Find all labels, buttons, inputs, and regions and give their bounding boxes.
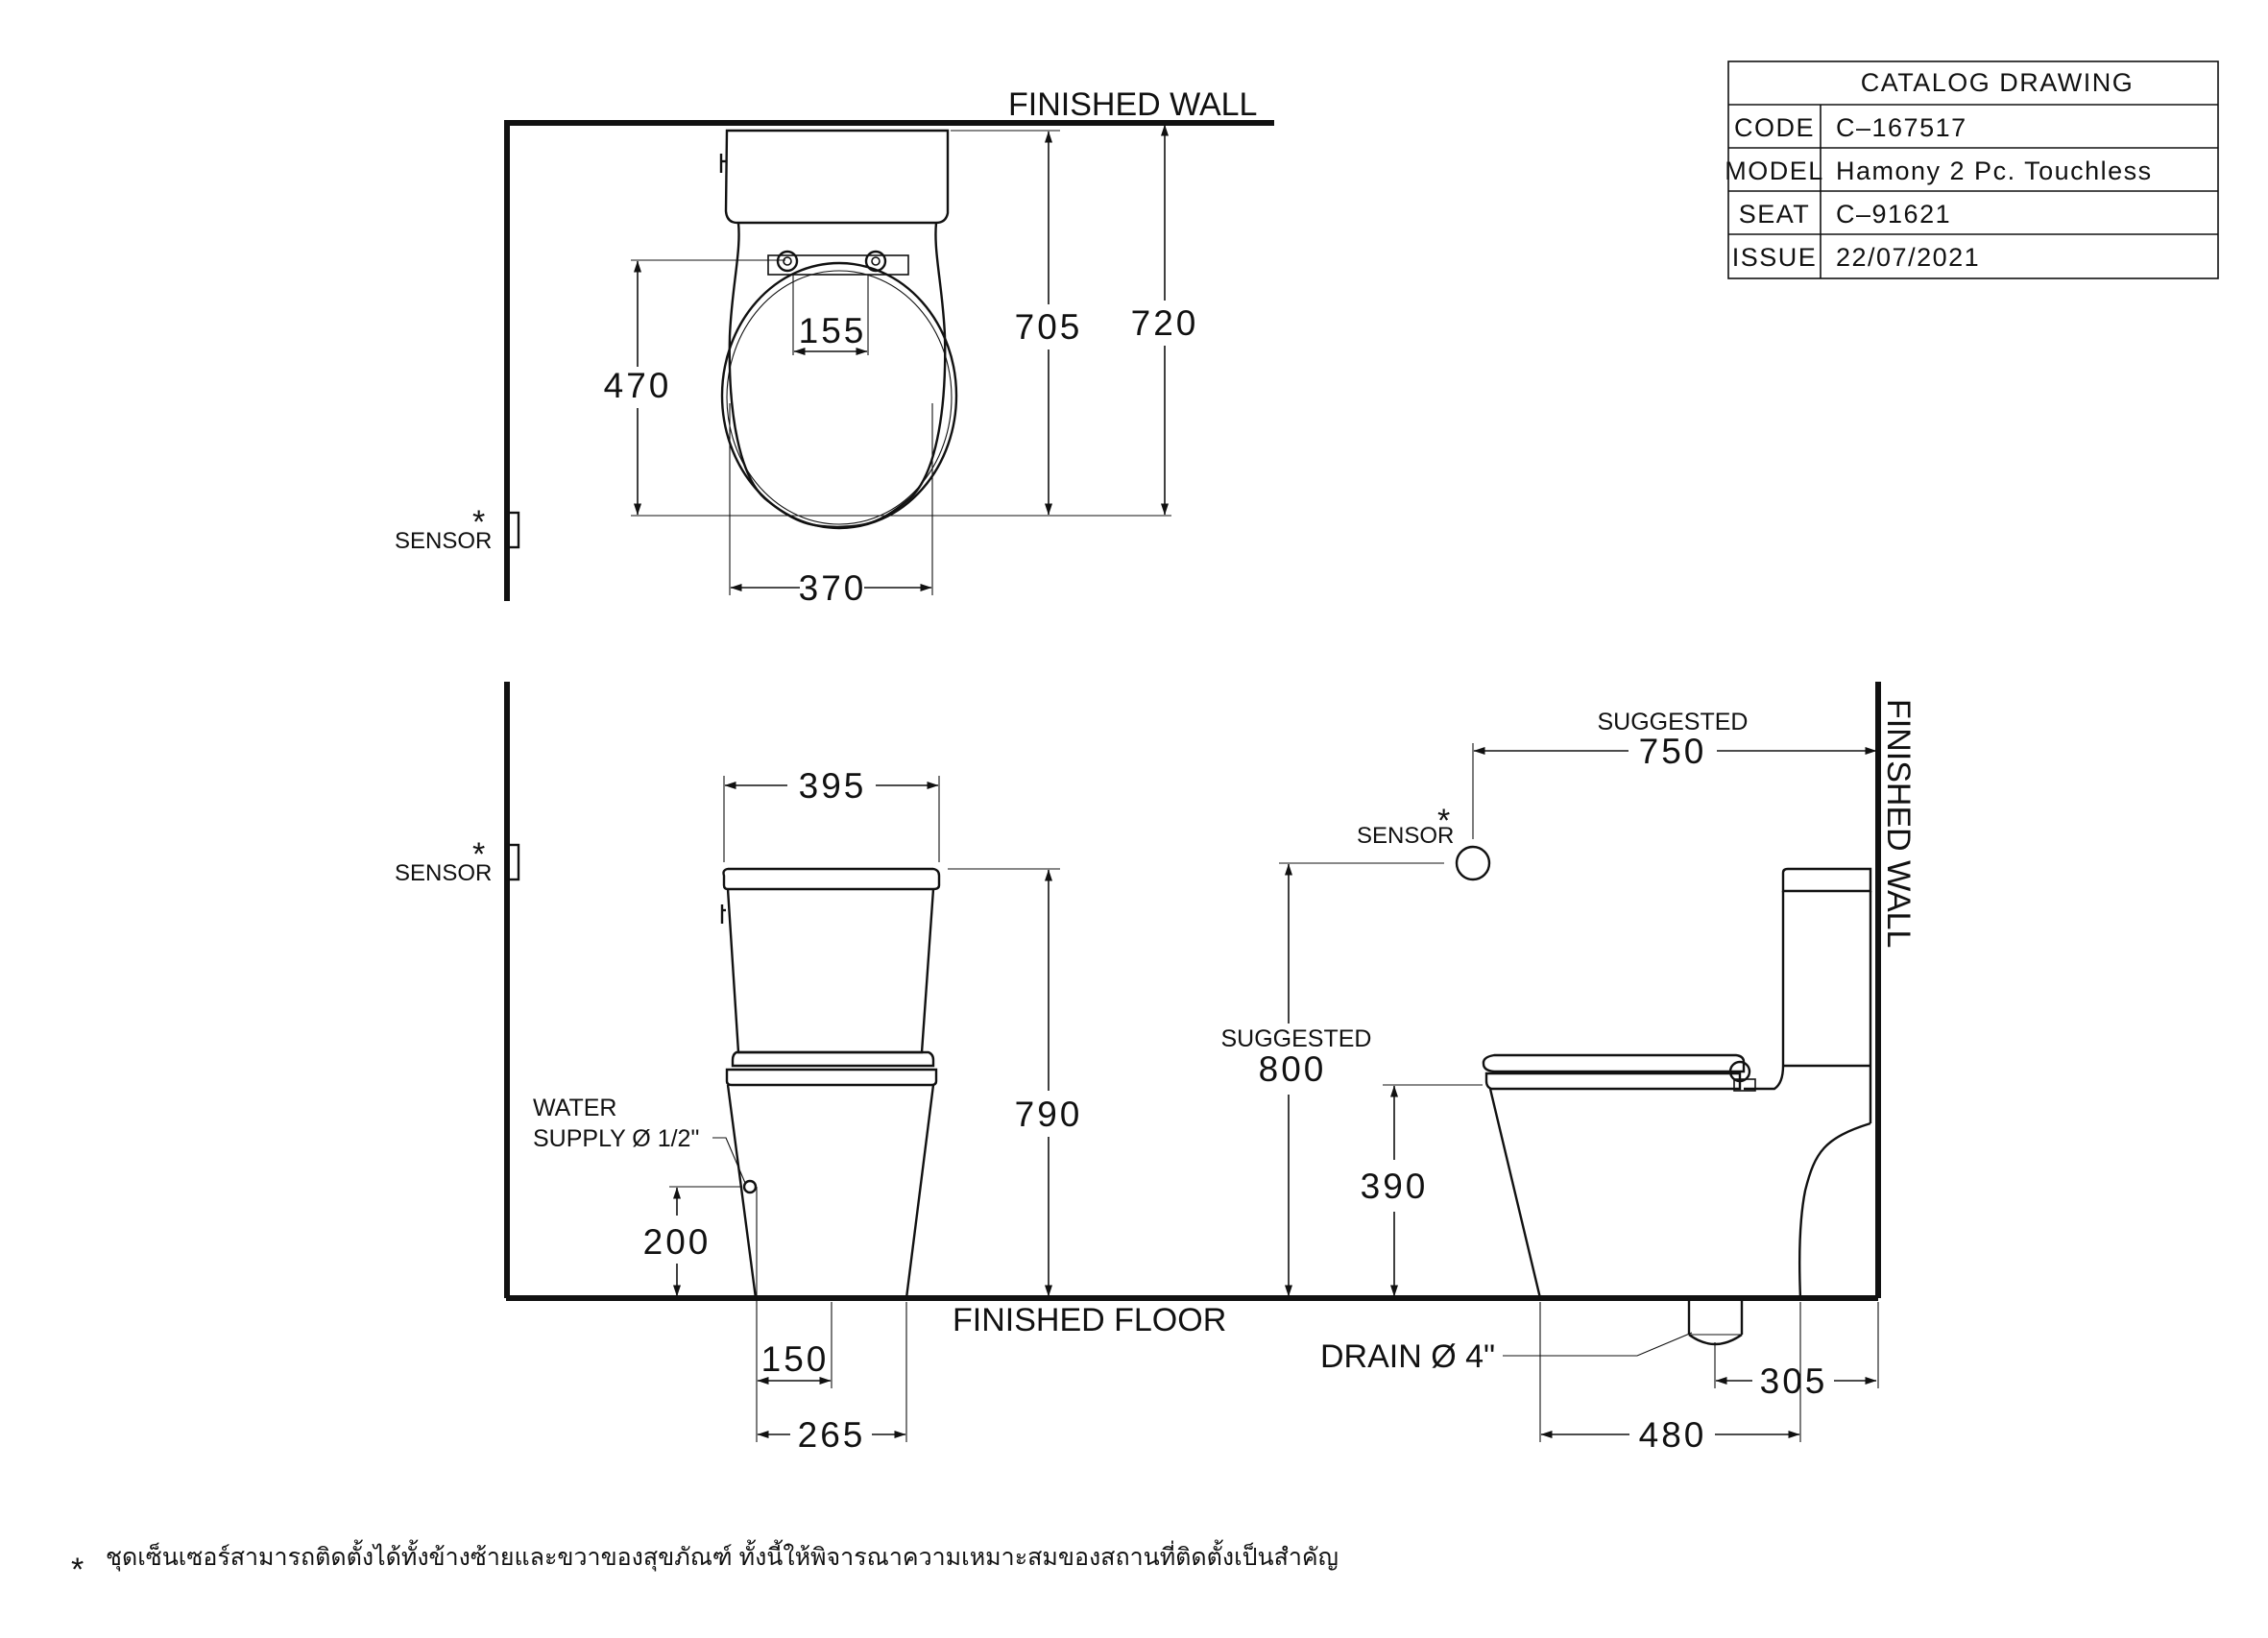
dim-base-depth: 480	[1639, 1415, 1707, 1455]
dim-seat-height: 390	[1361, 1167, 1429, 1206]
water-supply-label-2: SUPPLY Ø 1/2"	[533, 1125, 699, 1152]
side-hinge	[1728, 1060, 1751, 1083]
model-value: Hamony 2 Pc. Touchless	[1836, 157, 2153, 185]
dim-base-width: 265	[798, 1415, 866, 1455]
dim-bowl-depth: 705	[1015, 307, 1083, 347]
plan-tank	[724, 129, 950, 225]
water-supply-label-1: WATER	[533, 1095, 617, 1121]
plan-wall-label: FINISHED WALL	[1008, 86, 1257, 123]
front-tank-lid	[722, 867, 941, 891]
side-wall-label: FINISHED WALL	[1880, 699, 1917, 948]
seat-label: SEAT	[1739, 200, 1811, 229]
floor-label: FINISHED FLOOR	[953, 1302, 1226, 1338]
side-sensor-asterisk: *	[1437, 803, 1450, 839]
front-sensor-label: SENSOR	[395, 860, 492, 886]
suggested-label-750: SUGGESTED	[1598, 709, 1749, 735]
plan-seat	[720, 261, 958, 530]
side-sensor	[1455, 845, 1491, 881]
front-seat	[725, 1068, 938, 1087]
seat-value: C–91621	[1836, 200, 1951, 229]
water-supply-leader	[712, 1137, 746, 1184]
issue-value: 22/07/2021	[1836, 243, 1980, 272]
dim-rough-in: 305	[1760, 1361, 1828, 1401]
title-block-header: CATALOG DRAWING	[1861, 68, 2135, 97]
plan-bowl	[728, 222, 947, 529]
front-bowl	[726, 1084, 935, 1299]
dim-sensor-distance: 750	[1639, 732, 1707, 771]
plan-sensor-asterisk: *	[472, 504, 485, 541]
dim-seat-depth: 470	[604, 366, 672, 405]
front-sensor-asterisk: *	[472, 836, 485, 873]
side-tank-lid	[1781, 867, 1872, 893]
drain-pipe	[1687, 1298, 1744, 1335]
front-tank	[726, 888, 935, 1054]
dim-supply-height: 200	[643, 1222, 712, 1262]
side-sensor-label: SENSOR	[1357, 823, 1454, 849]
code-value: C–167517	[1836, 113, 1967, 142]
dim-height: 790	[1015, 1095, 1083, 1134]
water-supply-inlet	[742, 1179, 758, 1194]
dim-tank-width: 395	[799, 766, 867, 806]
drain-label: DRAIN Ø 4"	[1320, 1338, 1495, 1375]
dim-overall-depth: 720	[1131, 303, 1199, 343]
dim-hinge-spacing: 155	[799, 311, 867, 350]
dim-supply-offset: 150	[761, 1339, 830, 1379]
side-bowl-front	[1488, 1088, 1542, 1299]
side-trapway	[1798, 1121, 1871, 1299]
hinge-left	[776, 250, 799, 273]
plan-sensor-label: SENSOR	[395, 528, 492, 554]
side-seat-lid	[1482, 1053, 1746, 1073]
side-view: FINISHED WALL DRAIN Ø 4" SENSOR * SUGGES…	[1221, 682, 1917, 1455]
dim-sensor-height: 800	[1259, 1049, 1327, 1089]
drain-leader	[1503, 1332, 1693, 1357]
title-block: CATALOG DRAWING CODE C–167517 MODEL Hamo…	[1725, 60, 2219, 279]
front-view: SENSOR * WATER SUPPLY Ø 1/2" 395 790	[395, 682, 1083, 1455]
side-tank	[1781, 891, 1872, 1123]
issue-label: ISSUE	[1732, 243, 1818, 272]
model-label: MODEL	[1725, 157, 1824, 185]
plan-wall	[504, 120, 1274, 601]
front-sensor	[505, 843, 520, 881]
footnote-text: ชุดเซ็นเซอร์สามารถติดตั้งได้ทั้งข้างซ้าย…	[106, 1539, 1339, 1572]
plan-sensor	[505, 511, 520, 549]
dim-width: 370	[799, 568, 867, 608]
front-seat-lid	[731, 1050, 935, 1068]
side-seat	[1484, 1072, 1742, 1091]
plan-view: FINISHED WALL SENSOR * 155 470	[395, 86, 1274, 608]
footnote-asterisk: *	[71, 1552, 84, 1588]
suggested-label-800: SUGGESTED	[1221, 1025, 1372, 1052]
side-bowl-top	[1744, 1065, 1785, 1091]
code-label: CODE	[1734, 113, 1815, 142]
